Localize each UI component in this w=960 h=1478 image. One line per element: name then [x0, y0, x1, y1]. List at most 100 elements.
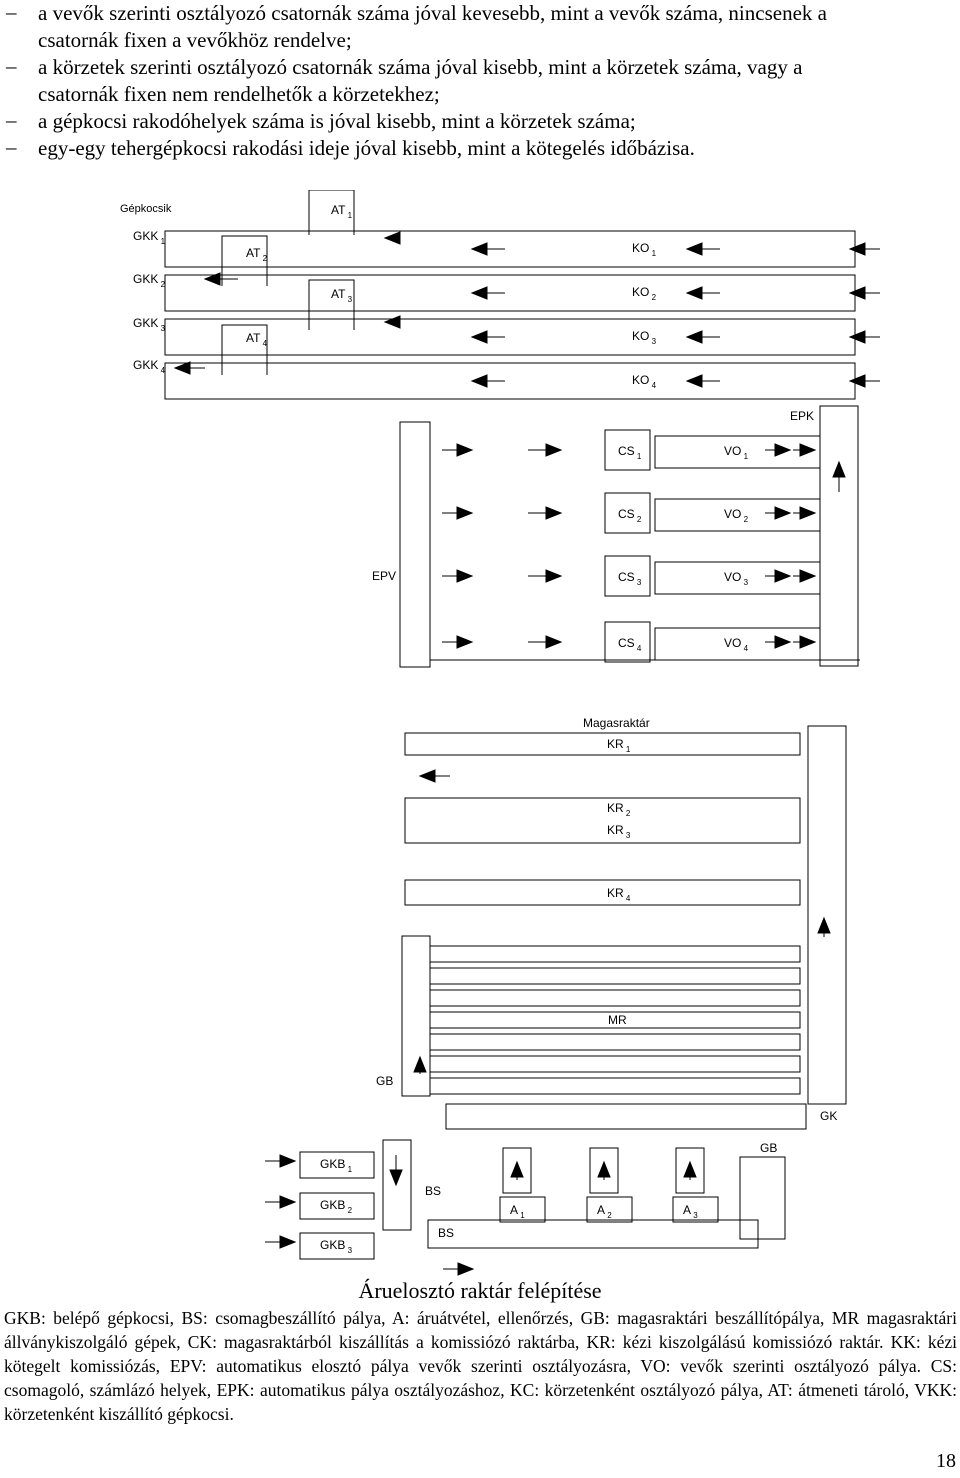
label-gkk-3: GKK 3 [133, 316, 166, 333]
flow-arrow-head [685, 330, 703, 344]
label-gkb-1: GKB 1 [320, 1157, 353, 1174]
label-vo-2: VO 2 [724, 507, 749, 524]
flow-arrow-head [456, 506, 474, 520]
gk-lane [807, 725, 847, 1105]
flow-arrow-head [799, 443, 817, 457]
a-arrow-up [597, 1160, 611, 1180]
cs-station-2 [604, 492, 651, 534]
flow-arrow-head [456, 569, 474, 583]
flow-arrow-head [279, 1154, 297, 1168]
bullet-line-2b: csatornák fixen nem rendelhetők a körzet… [38, 82, 440, 106]
gkb-bay-1 [299, 1151, 375, 1179]
a-station-3 [672, 1196, 719, 1223]
flow-arrow-head [383, 315, 401, 329]
flow-arrow-head [545, 443, 563, 457]
label-gkb-3: GKB 3 [320, 1238, 353, 1255]
flow-arrow-head [848, 374, 866, 388]
flow-arrow-head [418, 769, 436, 783]
a-column-1 [502, 1147, 532, 1194]
flow-arrow-head [774, 506, 792, 520]
mr-rack-row-2 [429, 967, 801, 985]
flow-arrow-head [413, 1055, 427, 1073]
cs-arrow-a [442, 506, 474, 520]
label-kr-3: KR 3 [607, 823, 631, 840]
a-column-3 [675, 1147, 705, 1194]
figure-caption: Áruelosztó raktár felépítése [358, 1278, 602, 1303]
flow-arrow-head [817, 916, 831, 934]
a-column-2 [589, 1147, 619, 1194]
cs-arrow-a [442, 443, 474, 457]
gkb-bay-3 [299, 1232, 375, 1260]
flow-arrow-head [545, 569, 563, 583]
label-a-3: A 3 [683, 1203, 698, 1220]
vo-arrow [765, 506, 792, 520]
label-a-2: A 2 [597, 1203, 612, 1220]
bullet-line-1b: csatornák fixen a vevőkhöz rendelve; [38, 28, 352, 52]
gk-arrow-up [817, 916, 831, 937]
epk-lane [819, 405, 859, 667]
cs-arrow-b [528, 635, 563, 649]
cs-station-1 [604, 429, 651, 471]
label-vo-3: VO 3 [724, 570, 749, 587]
ko-arrow-b [685, 374, 720, 388]
ko-arrow-b [685, 242, 720, 256]
flow-arrow-head [685, 286, 703, 300]
label-epk: EPK [790, 409, 814, 423]
kr-rack-1 [404, 732, 801, 756]
epk-arrow-up [832, 460, 846, 492]
bs-lane [427, 1219, 759, 1249]
vo-arrow-2 [793, 569, 817, 583]
label-gk: GK [820, 1109, 837, 1123]
label-gb-2: GB [760, 1141, 777, 1155]
mr-rack-row-1 [429, 945, 801, 963]
cs-station-3 [604, 555, 651, 597]
ko-lane-1 [164, 230, 856, 268]
bs-arrow-down [389, 1155, 403, 1187]
flow-arrow-head [848, 242, 866, 256]
vo-lane-3 [654, 561, 821, 595]
gb-arrow-up [413, 1055, 427, 1074]
page-number: 18 [936, 1450, 956, 1472]
at3-gate [308, 279, 355, 330]
vo-arrow [765, 635, 792, 649]
mr-rack-row-3 [429, 989, 801, 1007]
flow-arrow-head [685, 374, 703, 388]
ko-arrow-c [848, 286, 880, 300]
label-at4: AT 4 [246, 331, 268, 348]
label-at2: AT 2 [246, 246, 268, 263]
label-bs-2: BS [438, 1226, 454, 1240]
flow-arrow-head [470, 286, 488, 300]
cs-arrow-a [442, 635, 474, 649]
label-cs-1: CS 1 [618, 444, 642, 461]
label-gkk-2: GKK 2 [133, 272, 166, 289]
flow-arrow-head [848, 286, 866, 300]
label-at3: AT 3 [331, 287, 353, 304]
label-epv: EPV [372, 569, 396, 583]
ko-arrow-c [848, 242, 880, 256]
at2-gate [221, 235, 268, 286]
a-arrow-up [510, 1160, 524, 1180]
flow-arrow-head [832, 460, 846, 478]
flow-arrow-head [203, 272, 221, 286]
flow-arrow-head [799, 569, 817, 583]
cs-arrow-b [528, 506, 563, 520]
a-station-2 [586, 1196, 633, 1223]
label-ko-2: KO 2 [632, 285, 657, 302]
label-vo-1: VO 1 [724, 444, 749, 461]
label-vo-4: VO 4 [724, 636, 749, 653]
at-arrow [383, 315, 401, 329]
label-cs-3: CS 3 [618, 570, 642, 587]
ko-arrow-b [685, 286, 720, 300]
at-arrow [203, 272, 238, 286]
gkb-arrow [265, 1154, 297, 1168]
at-arrow [383, 231, 401, 245]
bs-arrow [443, 1262, 475, 1276]
ko-arrow-c [848, 330, 880, 344]
bs-column [382, 1139, 412, 1231]
mr-rack-row-6 [429, 1055, 801, 1073]
kr-arrow [418, 769, 450, 783]
label-kr-1: KR 1 [607, 737, 631, 754]
bullet-line-3: a gépkocsi rakodóhelyek száma is jóval k… [38, 109, 636, 133]
vo-lane-1 [654, 435, 821, 469]
label-cs-2: CS 2 [618, 507, 642, 524]
